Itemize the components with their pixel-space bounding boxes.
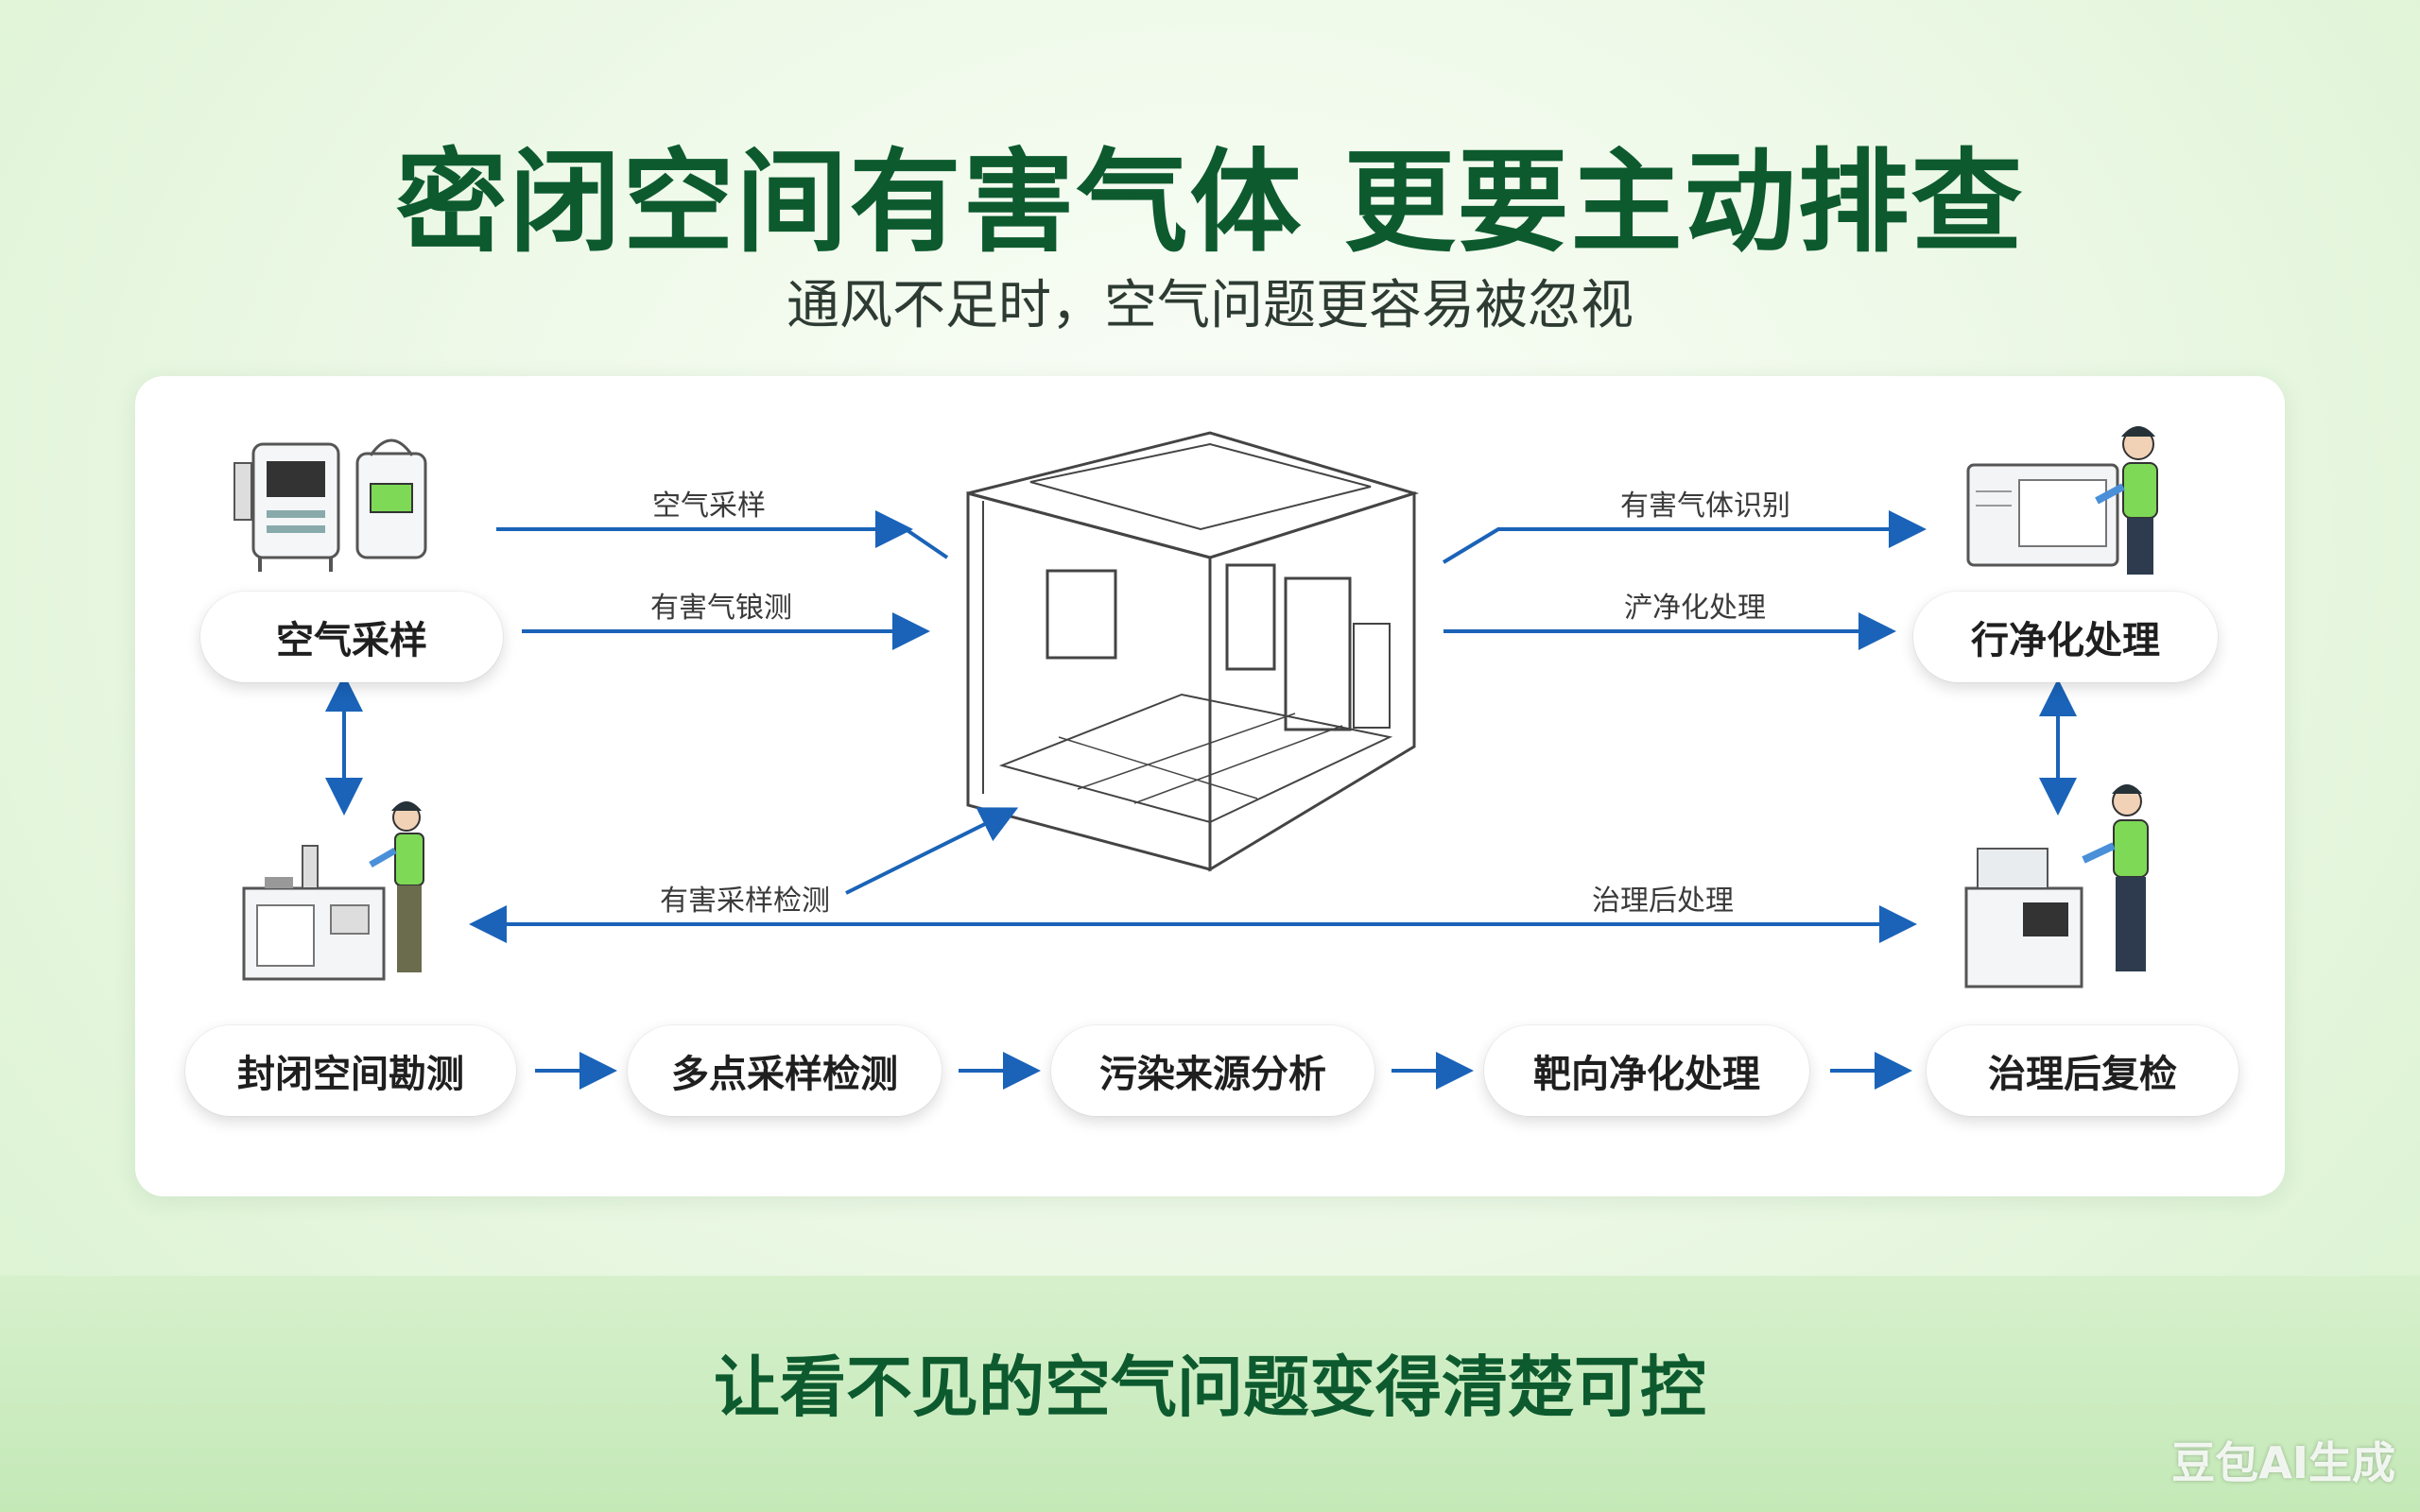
label-sampling-detect: 有害采样检测 <box>660 885 830 918</box>
node-source-analysis: 污染来源分析 <box>1051 1025 1374 1116</box>
flow-arrows <box>325 510 2077 1090</box>
footer-slogan: 让看不见的空气问题变得清楚可控 <box>714 1349 1706 1426</box>
node-recheck: 治理后复检 <box>1927 1025 2238 1116</box>
node-targeted-purification: 靶向净化处理 <box>1484 1025 1809 1116</box>
arrow-sampling-detect <box>845 807 1019 895</box>
page-title: 密闭空间有害气体 更要主动排查 <box>395 137 2025 267</box>
arrow-gas-identify <box>1442 510 1927 564</box>
gas-analyzer-icon <box>233 438 427 572</box>
label-gas-identify: 有害气体识别 <box>1620 490 1790 523</box>
node-space-survey: 封闭空间勘测 <box>185 1025 516 1116</box>
node-purification: 行净化处理 <box>1913 592 2218 682</box>
label-harmful-gas: 有害气锒测 <box>650 592 792 625</box>
instrument-worker-icon <box>1964 784 2149 988</box>
purifier-worker-icon <box>1966 426 2158 575</box>
label-purification: 浐净化处理 <box>1624 592 1766 625</box>
page-subtitle: 通风不足时，空气问题更容易被忽视 <box>786 275 1634 336</box>
node-multipoint-sampling: 多点采样检测 <box>628 1025 942 1116</box>
lab-bench-worker-icon <box>242 801 424 981</box>
label-air-sampling: 空气采样 <box>652 490 766 523</box>
watermark: 豆包AI生成 <box>2171 1437 2395 1488</box>
label-post-treatment: 治理后处理 <box>1592 885 1734 918</box>
node-air-sampling: 空气采样 <box>200 592 503 682</box>
footer-band <box>0 1276 2420 1512</box>
room-wireframe-icon <box>966 431 1420 872</box>
